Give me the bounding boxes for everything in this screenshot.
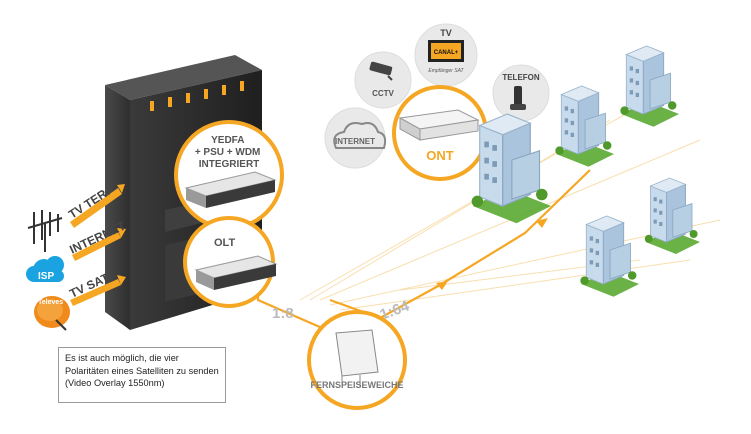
- video-overlay-note-text: Es ist auch möglich, die vier Polaritäte…: [65, 353, 219, 388]
- split-ratio-1-8: 1:8: [272, 305, 294, 322]
- yedfa-module-callout: YEDFA + PSU + WDM INTEGRIERT: [174, 120, 284, 230]
- ont-label: ONT: [426, 148, 454, 163]
- yedfa-line-3: INTEGRIERT: [199, 159, 260, 170]
- buildings: [471, 45, 700, 297]
- arrow-head-1: [436, 281, 448, 290]
- phone-icon: [514, 86, 522, 106]
- service-telefon-label: TELEFON: [502, 73, 540, 82]
- yedfa-line-1: YEDFA: [211, 135, 244, 146]
- splitter-callout: FERNSPEISEWEICHE: [307, 310, 407, 410]
- svg-text:Televes: Televes: [38, 299, 63, 306]
- building-3: [620, 45, 679, 127]
- olt-callout: OLT: [183, 216, 278, 308]
- antenna-icon: [27, 210, 63, 252]
- service-tv-sublabel: Empfänger SAT: [428, 68, 464, 74]
- video-overlay-note: Es ist auch möglich, die vier Polaritäte…: [58, 347, 226, 403]
- building-4: [644, 177, 700, 254]
- arrow-head-2: [536, 218, 548, 228]
- splitter-label: FERNSPEISEWEICHE: [310, 380, 403, 390]
- isp-cloud-icon: ISP: [26, 256, 64, 282]
- building-2: [555, 85, 614, 167]
- yedfa-line-2: + PSU + WDM: [195, 147, 261, 158]
- service-telefon: TELEFON: [492, 64, 550, 122]
- service-internet: INTERNET: [324, 107, 387, 169]
- service-cctv-label: CCTV: [372, 89, 394, 98]
- building-1: [471, 113, 551, 224]
- olt-label: OLT: [214, 237, 235, 249]
- input-arrows: [70, 184, 126, 306]
- camera-icon: [369, 61, 393, 76]
- svg-text:ISP: ISP: [38, 271, 54, 282]
- satellite-dish-icon: Televes: [34, 296, 70, 331]
- service-tv-label: TV: [440, 28, 452, 38]
- service-cctv: CCTV: [354, 51, 412, 109]
- service-internet-label: INTERNET: [335, 137, 375, 146]
- ont-callout: ONT: [392, 85, 488, 181]
- service-tv: TV CANAL+ Empfänger SAT: [414, 23, 478, 87]
- building-5: [580, 215, 639, 297]
- tv-screen-text: CANAL+: [434, 50, 459, 56]
- svg-text:YEDFA + PSU + WDM: YEDFA + PSU + WDM INTEGRIERT: [195, 135, 263, 170]
